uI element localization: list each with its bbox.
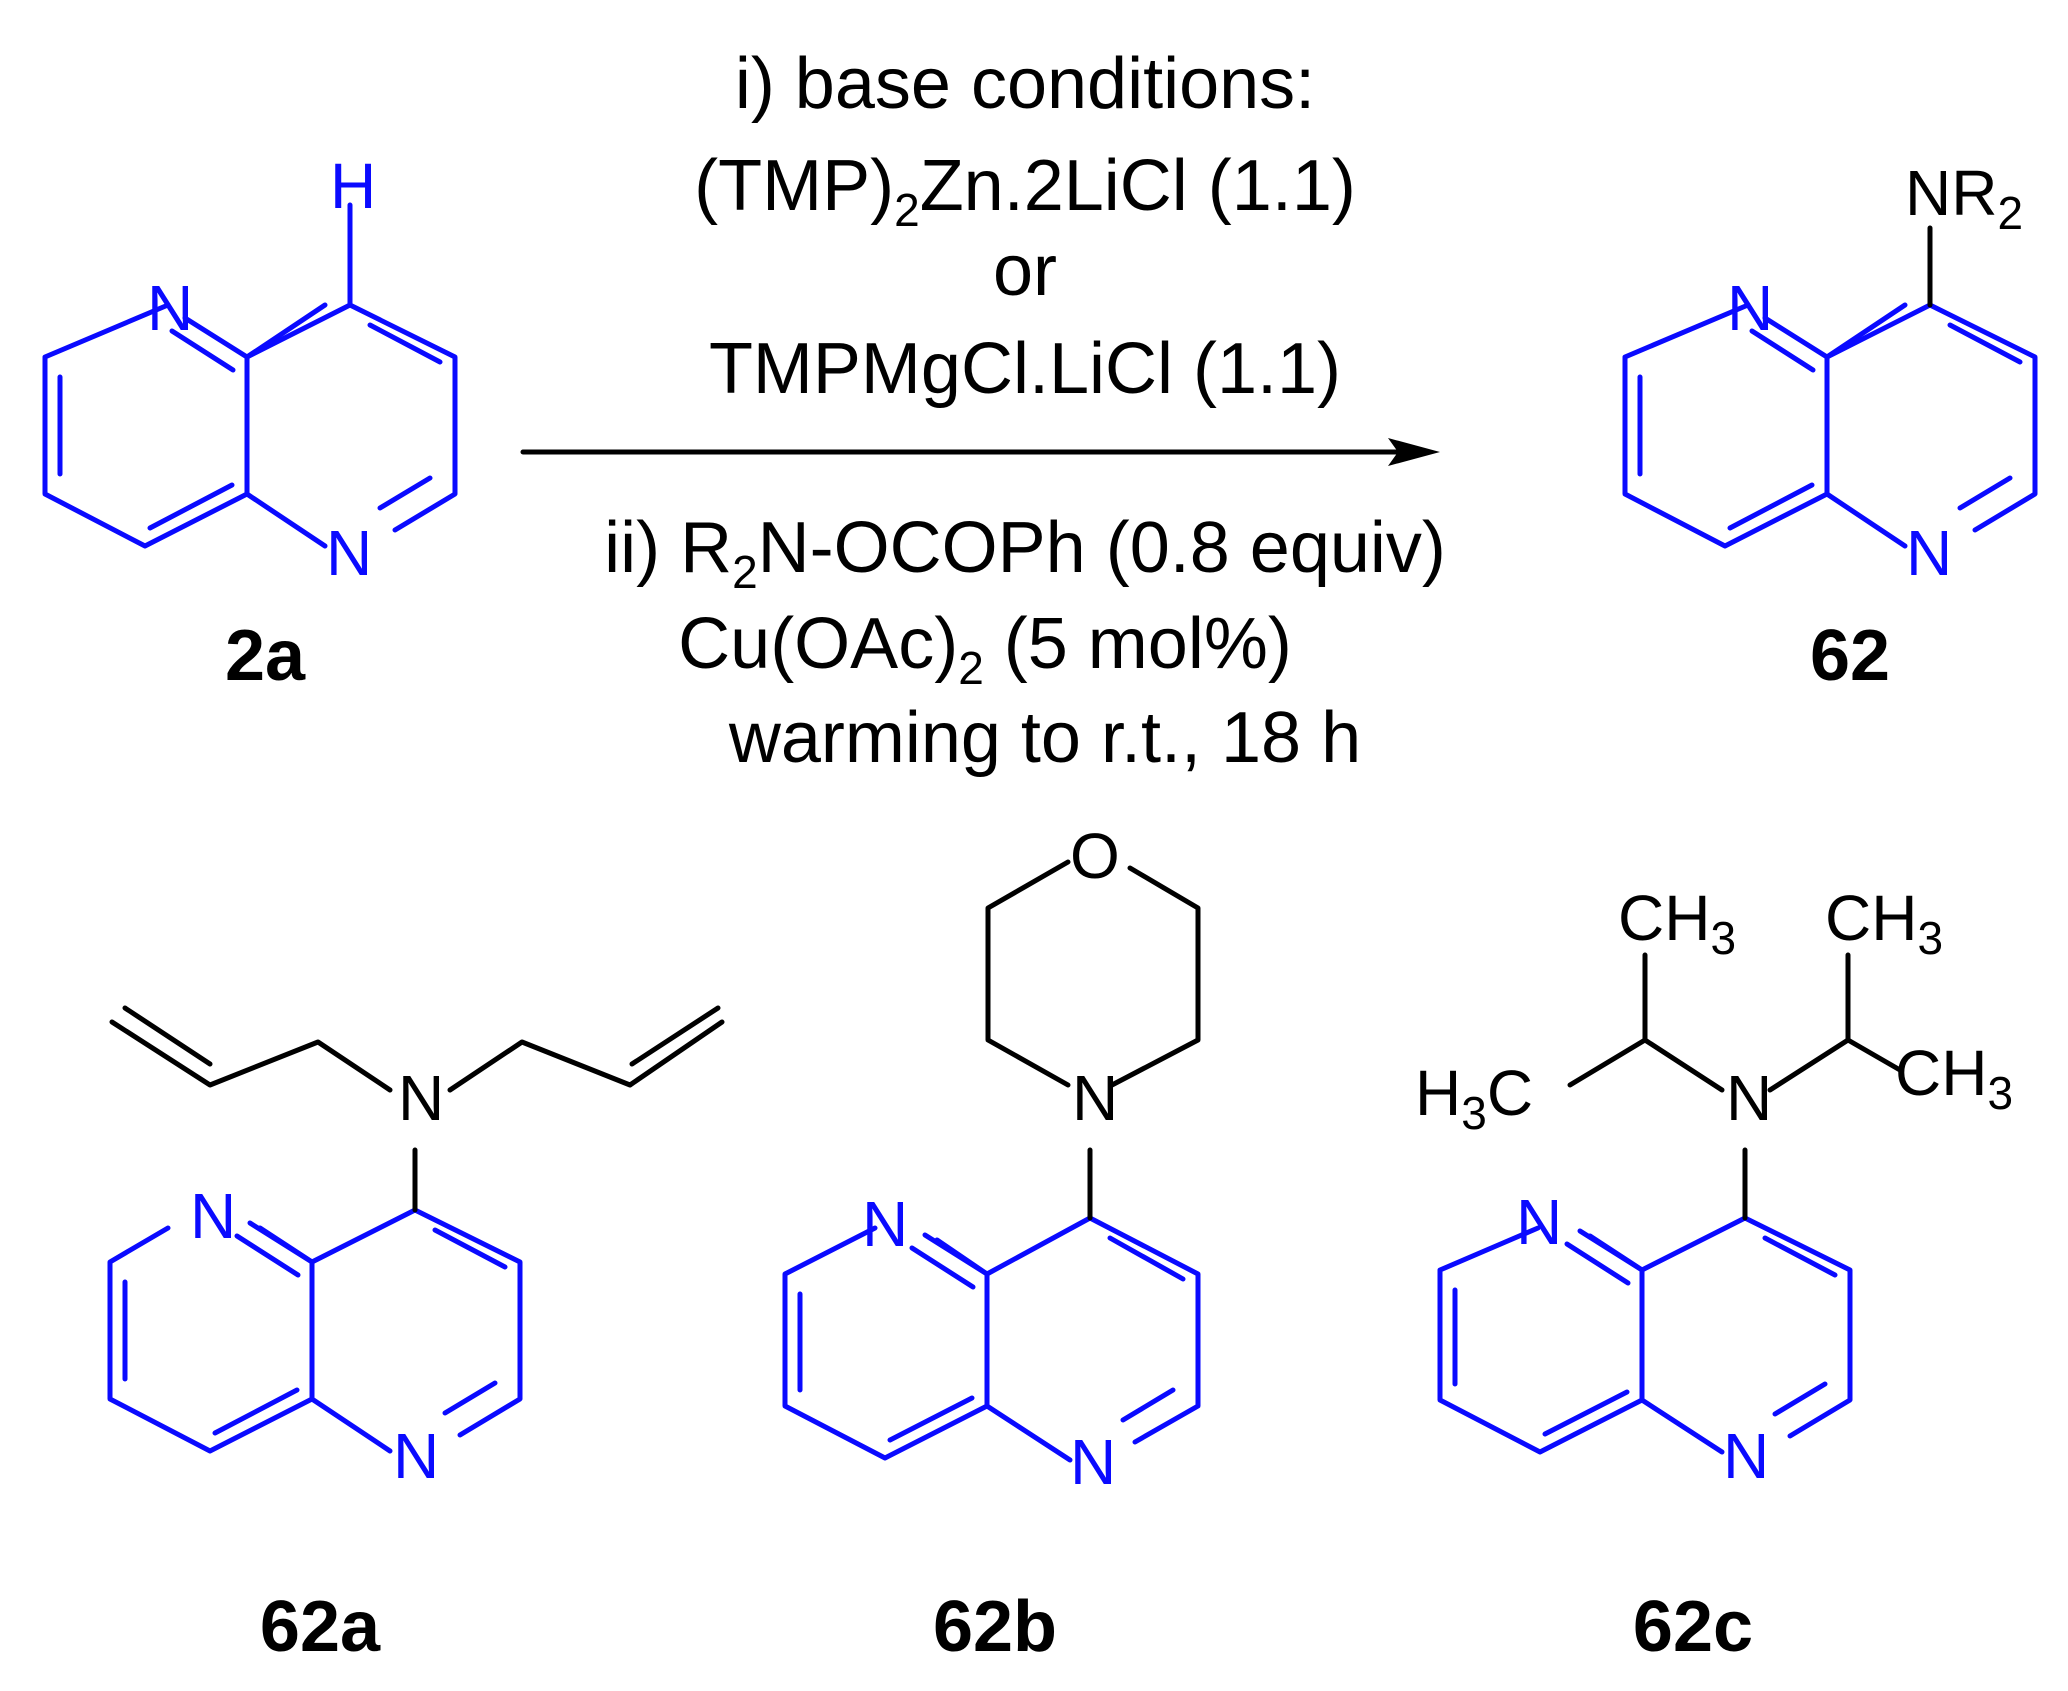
condition-line-1: i) base conditions: — [735, 44, 1315, 124]
condition-line-4: TMPMgCl.LiCl (1.1) — [709, 329, 1341, 409]
atom-N: N — [1906, 517, 1952, 589]
naphthyridine-2a: N N H 2a — [42, 150, 458, 696]
atom-N: N — [1516, 1186, 1562, 1258]
condition-line-2: (TMP)2Zn.2LiCl (1.1) — [694, 146, 1356, 236]
methyl-group: H3C — [1415, 1057, 1533, 1139]
methyl-group: CH3 — [1825, 882, 1943, 964]
methyl-group: CH3 — [1895, 1037, 2013, 1119]
compound-label-62: 62 — [1810, 616, 1890, 696]
compound-label-2a: 2a — [225, 616, 306, 696]
atom-N: N — [1723, 1420, 1769, 1492]
condition-line-3: or — [993, 231, 1057, 311]
atom-N: N — [1726, 1062, 1772, 1134]
atom-N: N — [862, 1188, 908, 1260]
product-62b: N N N O 62b — [782, 820, 1201, 1667]
reaction-conditions: i) base conditions: (TMP)2Zn.2LiCl (1.1)… — [520, 44, 1446, 778]
atom-N: N — [1727, 272, 1773, 344]
condition-line-5: ii) R2N-OCOPh (0.8 equiv) — [604, 508, 1446, 598]
condition-line-6: Cu(OAc)2 (5 mol%) — [678, 604, 1292, 694]
compound-label-62b: 62b — [933, 1587, 1057, 1667]
product-62c: N N N CH3 CH3 H3C CH3 62c — [1415, 882, 2013, 1667]
arrow-head — [1388, 438, 1440, 466]
product-62: N N NR2 62 — [1622, 157, 2038, 696]
substituent-NR2: NR2 — [1905, 157, 2023, 239]
atom-N: N — [190, 1180, 236, 1252]
atom-N: N — [1072, 1062, 1118, 1134]
compound-label-62a: 62a — [260, 1587, 381, 1667]
atom-N: N — [398, 1062, 444, 1134]
methyl-group: CH3 — [1618, 882, 1736, 964]
atom-N: N — [147, 272, 193, 344]
atom-H: H — [330, 150, 376, 222]
atom-N: N — [393, 1420, 439, 1492]
compound-label-62c: 62c — [1633, 1587, 1753, 1667]
atom-N: N — [1070, 1426, 1116, 1498]
product-62a: N N N 62a — [107, 1005, 725, 1667]
condition-line-7: warming to r.t., 18 h — [728, 698, 1361, 778]
atom-O: O — [1070, 820, 1120, 892]
atom-N: N — [326, 517, 372, 589]
